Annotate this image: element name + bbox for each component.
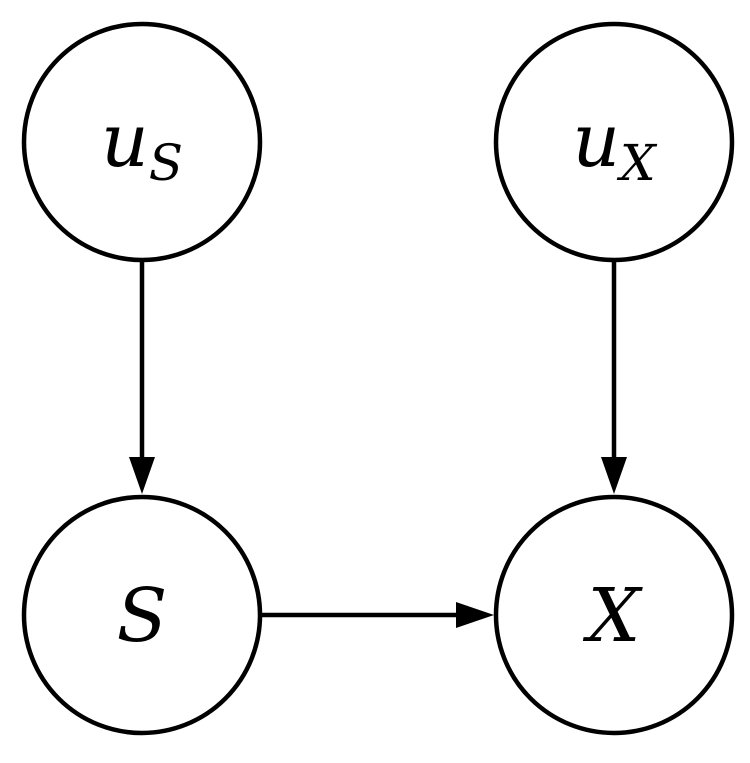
arrowhead [129,457,155,494]
edge-us-to-s [129,261,155,494]
node-ux: uX [493,21,735,263]
node-s: S [21,494,263,736]
node-x: X [493,494,735,736]
node-us: uS [21,21,263,263]
node-ux-circle [493,21,735,263]
node-us-label: uS [101,98,183,192]
arrowhead [456,602,494,628]
arrowhead [601,457,627,494]
node-us-circle [21,21,263,263]
node-x-label: X [583,573,644,659]
node-ux-label: uX [572,98,658,192]
edge-ux-to-x [601,261,627,494]
node-s-label: S [117,573,168,659]
node-x-circle [493,494,735,736]
node-us-subscript: S [149,134,183,192]
node-ux-symbol: u [572,98,620,184]
edge-s-to-x [260,602,494,628]
node-us-symbol: u [101,98,149,184]
node-s-circle [21,494,263,736]
node-ux-subscript: X [616,134,658,192]
